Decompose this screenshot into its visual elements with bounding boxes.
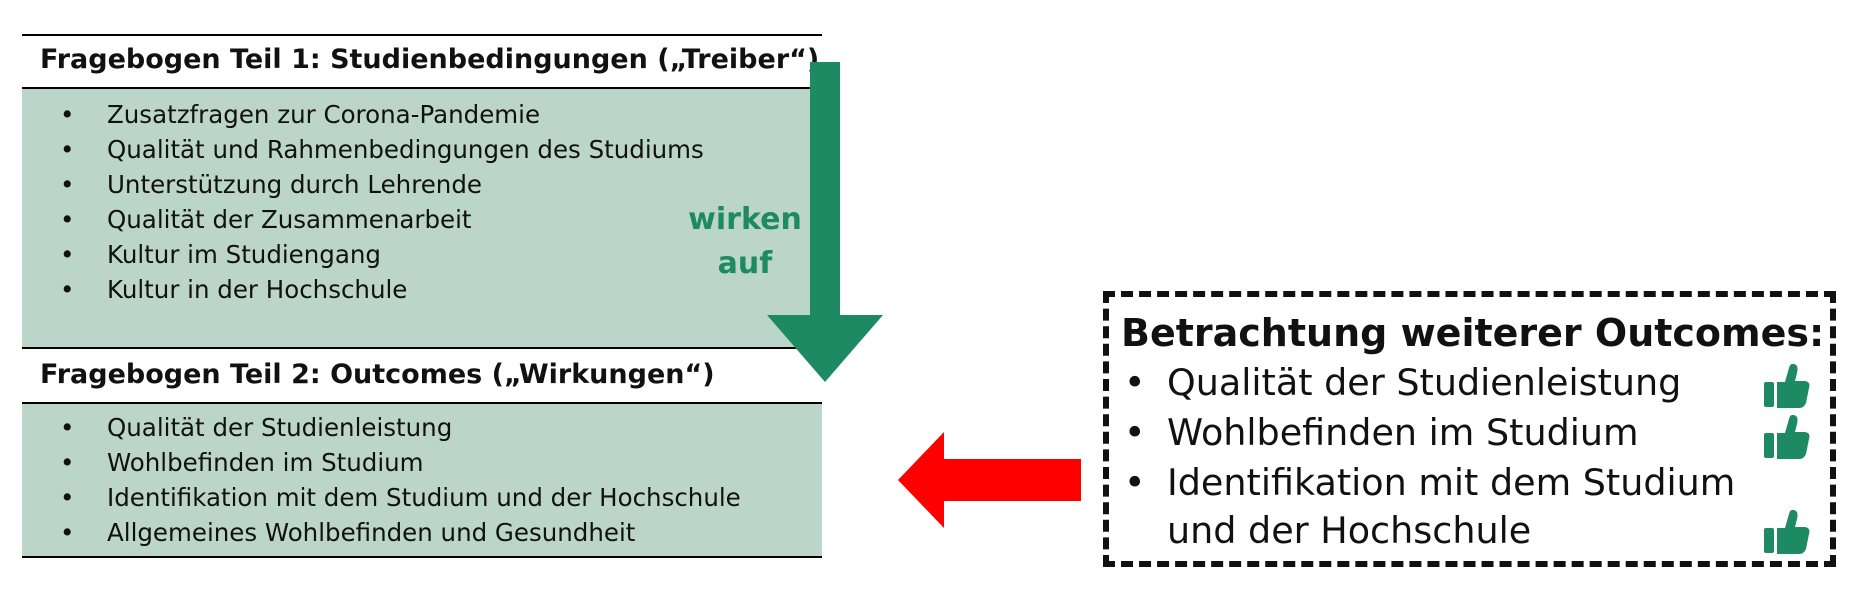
arrow-label-line2: auf [717, 246, 773, 281]
arrow-label-line1: wirken [688, 202, 802, 237]
thumbs-up-icon [1764, 363, 1810, 408]
thumbs-up-icon [1764, 414, 1810, 459]
part1-heading-rule [22, 87, 822, 89]
part2-bottom-rule [22, 556, 822, 558]
part1-bottom-rule [22, 347, 822, 349]
arrow-shape [898, 432, 1081, 528]
red-left-arrow [898, 432, 1081, 528]
outcomes-title: Betrachtung weiterer Outcomes: [1121, 311, 1825, 355]
arrow-shape [767, 62, 883, 382]
green-down-arrow [767, 62, 883, 382]
arrow-label: wirken auf [680, 198, 810, 286]
part1-top-rule [22, 34, 822, 36]
part2-heading-rule [22, 402, 822, 404]
part2-heading: Fragebogen Teil 2: Outcomes („Wirkungen“… [40, 359, 715, 390]
outcomes-box: Betrachtung weiterer Outcomes: •Qualität… [1103, 291, 1836, 567]
part2-panel: •Qualität der Studienleistung •Wohlbefin… [22, 404, 822, 556]
part1-panel: •Zusatzfragen zur Corona-Pandemie •Quali… [22, 89, 822, 347]
part1-heading: Fragebogen Teil 1: Studienbedingungen („… [40, 44, 820, 75]
thumbs-up-icon [1764, 509, 1810, 554]
